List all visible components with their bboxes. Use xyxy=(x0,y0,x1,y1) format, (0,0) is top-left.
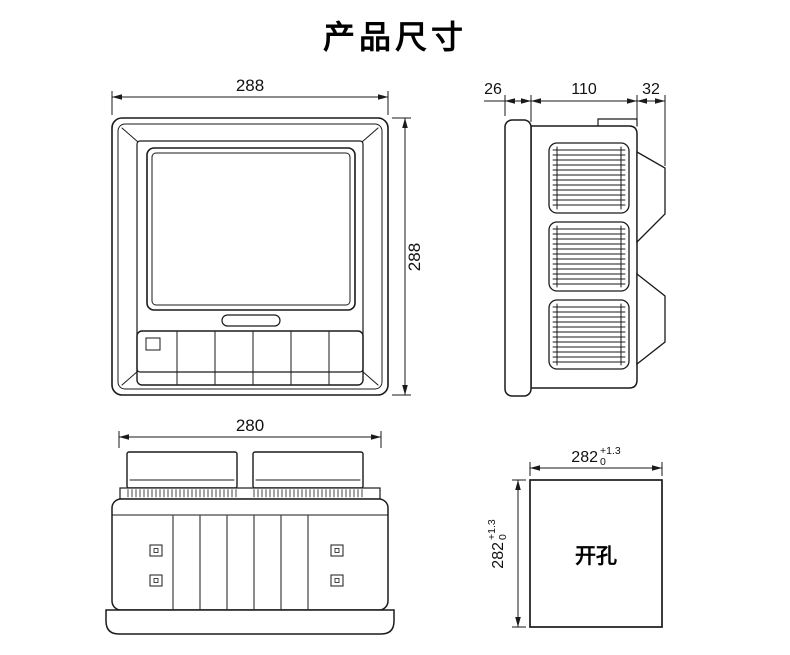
front-outer-case xyxy=(111,117,389,396)
cutout-square xyxy=(529,479,663,628)
dim-side-depth: 110 xyxy=(571,81,597,98)
mounting-clamp-bottom xyxy=(636,272,666,366)
dim-front-width: 288 xyxy=(236,76,264,95)
vent-grille-1 xyxy=(548,142,630,214)
cutout-height-value: 282 xyxy=(490,542,507,569)
terminal-cover-right xyxy=(252,451,364,489)
cutout-width-tol-lower: 0 xyxy=(600,456,606,468)
bottom-base xyxy=(105,609,395,635)
terminal-cover-left xyxy=(126,451,238,489)
grille-hatch-3 xyxy=(552,306,626,363)
page-title: 产品尺寸 xyxy=(323,19,467,55)
front-inner-frame xyxy=(136,140,364,373)
dim-cutout-height: 282 +1.3 0 xyxy=(486,519,509,569)
dim-front-height: 288 xyxy=(405,243,424,271)
cutout-label: 开孔 xyxy=(575,545,617,568)
cutout-height-tol-upper: +1.3 xyxy=(486,519,498,540)
front-screen-inner xyxy=(151,152,351,306)
front-view xyxy=(111,117,389,396)
dim-bottom-width: 280 xyxy=(236,416,264,435)
terminal-ticks xyxy=(127,489,363,498)
side-view xyxy=(504,118,666,397)
dim-cutout-width: 282 +1.3 0 xyxy=(571,445,621,468)
front-panel-button xyxy=(145,337,161,351)
dim-side-rear: 32 xyxy=(642,81,660,98)
dimension-arrows xyxy=(112,94,665,627)
bottom-view xyxy=(105,451,395,635)
front-bezel-edge xyxy=(117,123,383,390)
cutout-height-tol-lower: 0 xyxy=(497,534,509,540)
dim-side-bezel: 26 xyxy=(484,81,502,98)
grille-hatch-1 xyxy=(552,149,626,206)
cutout-width-tol-upper: +1.3 xyxy=(600,445,621,457)
grille-hatch-2 xyxy=(552,228,626,285)
mounting-clamp-top xyxy=(636,150,666,244)
vent-grille-2 xyxy=(548,221,630,292)
front-slot xyxy=(221,314,281,327)
cutout-width-value: 282 xyxy=(571,449,598,466)
panel-cutout-view: 开孔 xyxy=(529,479,663,628)
grille-louver-edges xyxy=(556,146,622,366)
front-screen xyxy=(146,147,356,311)
terminal-strip xyxy=(119,487,381,500)
vent-grille-3 xyxy=(548,299,630,370)
side-front-bezel xyxy=(504,119,532,397)
front-button-panel xyxy=(136,330,364,386)
side-top-lip xyxy=(597,118,638,127)
